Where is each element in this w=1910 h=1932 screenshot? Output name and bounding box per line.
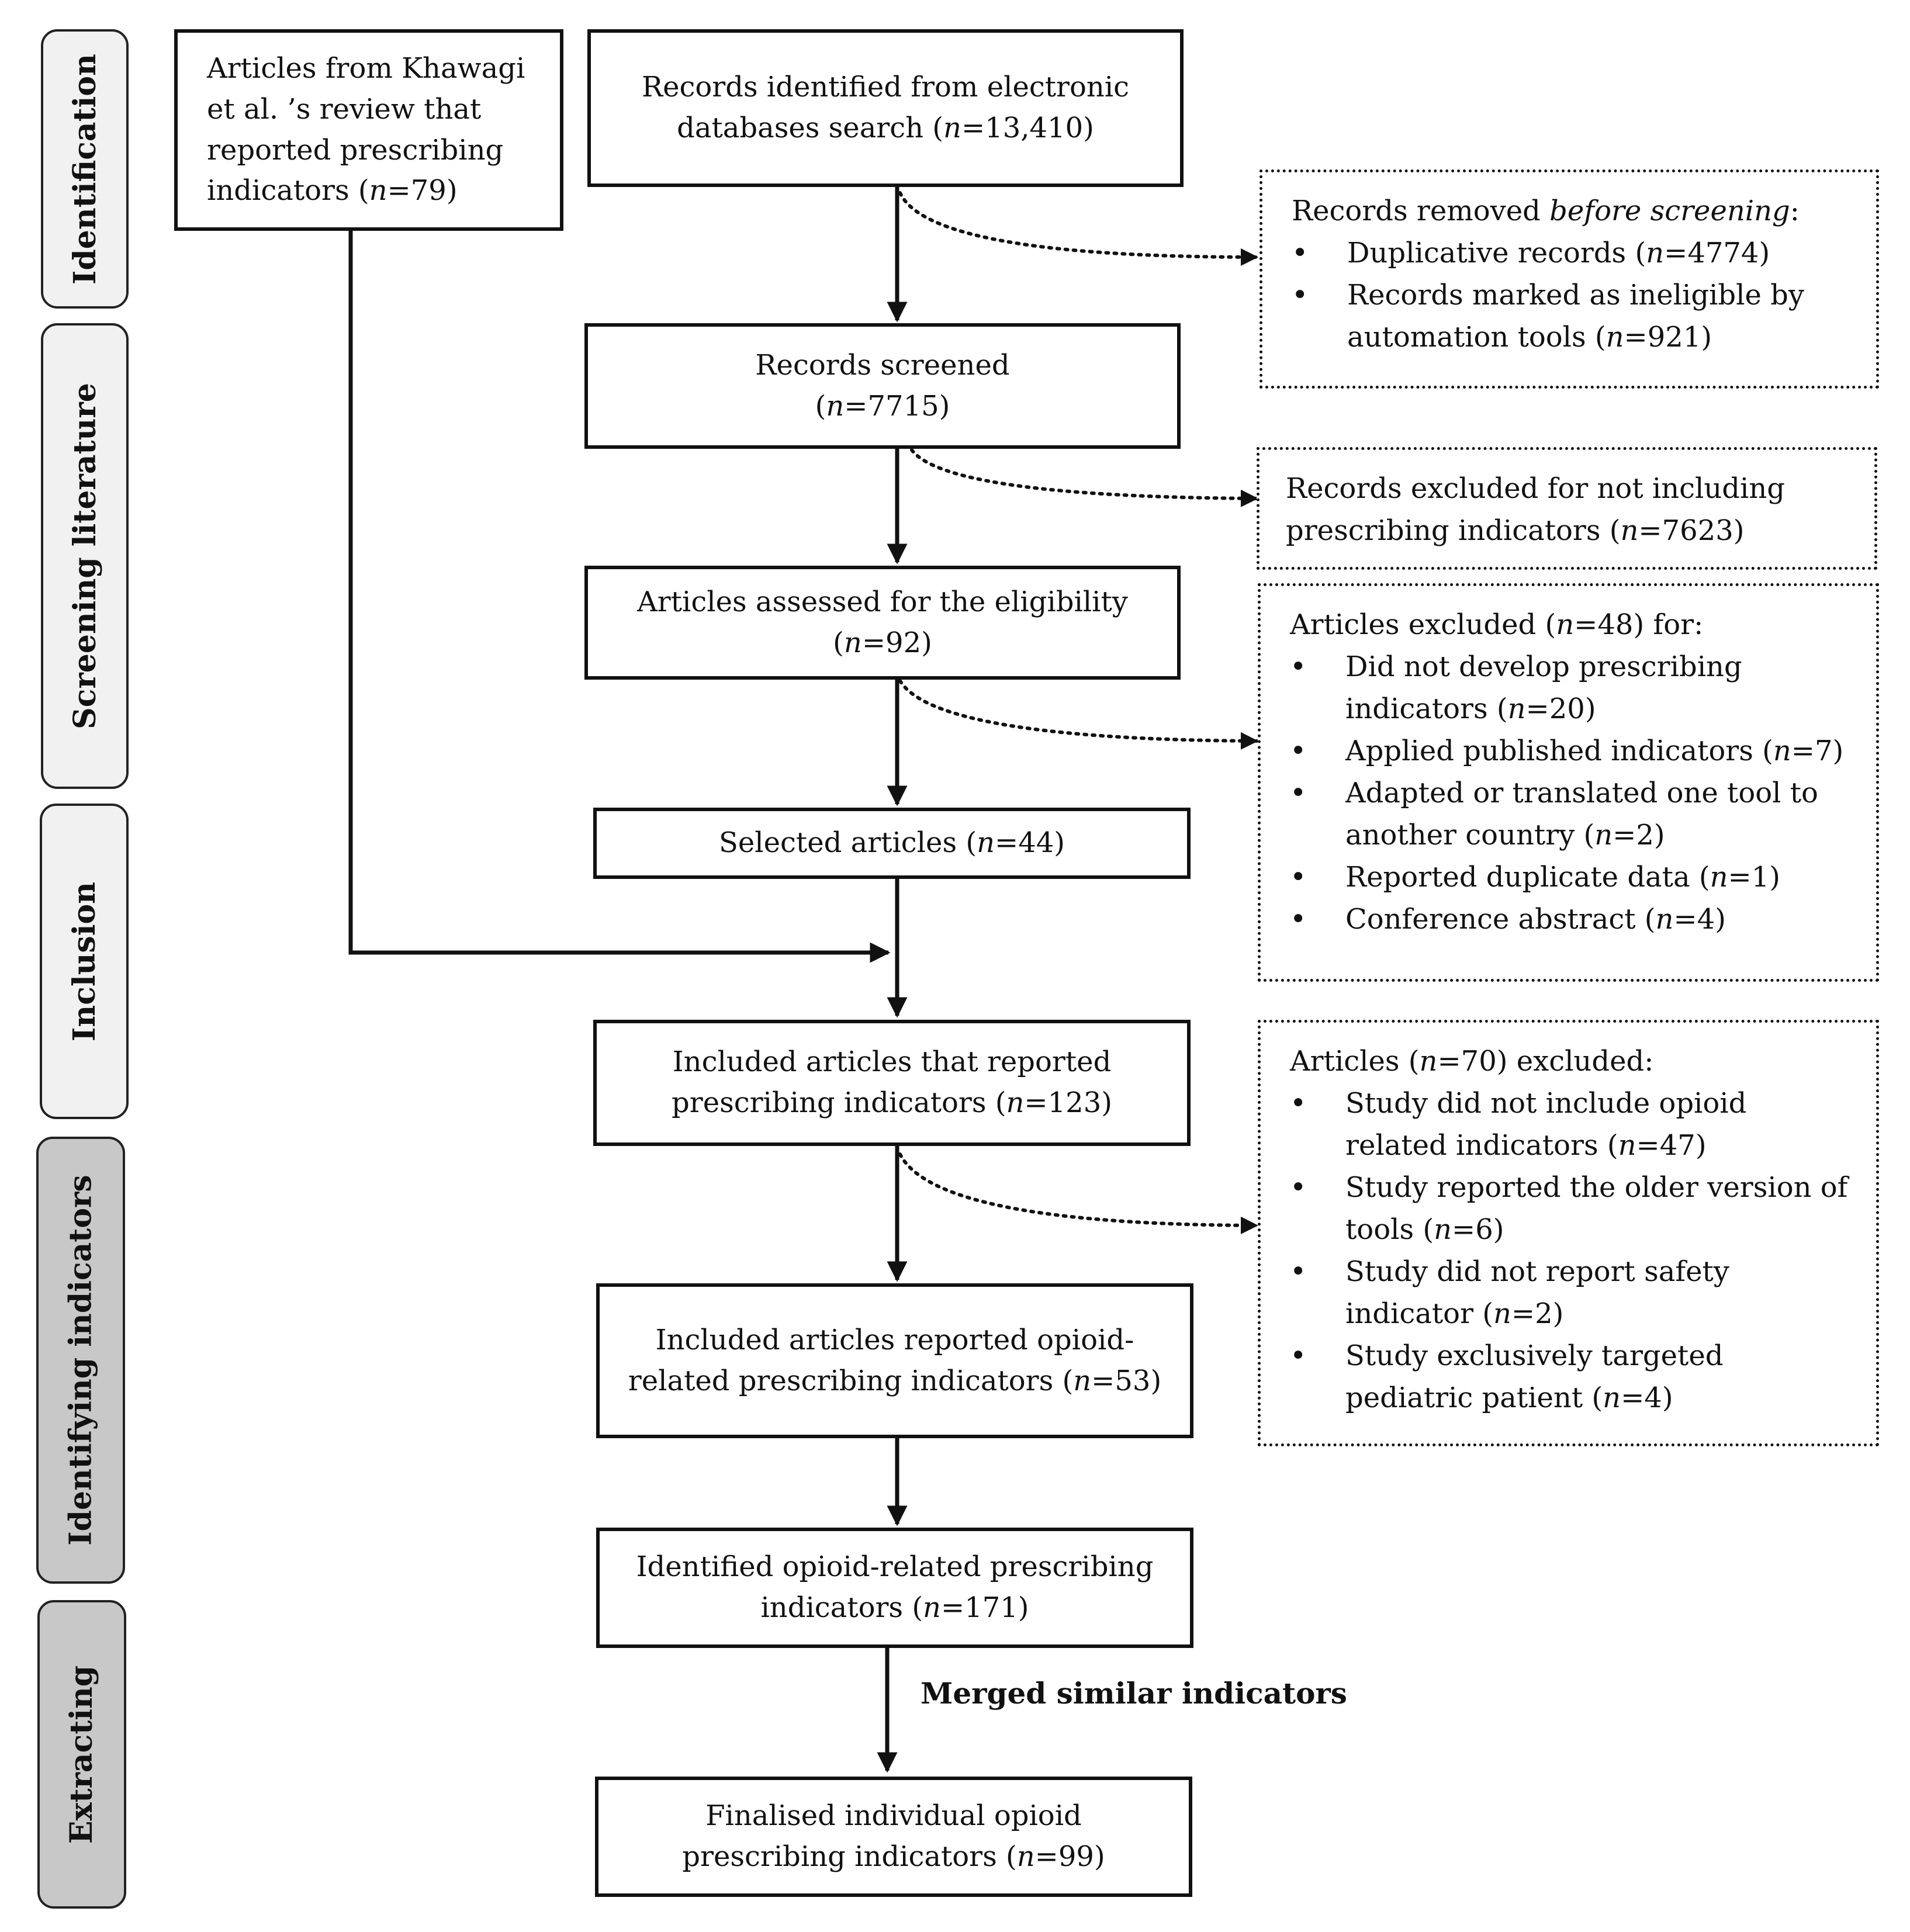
exclusion-item: Study did not include opioid related indi…: [1290, 1082, 1853, 1166]
line-khawagi-down: [348, 230, 891, 963]
phase-label: Identifying indicators: [63, 1175, 99, 1546]
phase-identification: Identification: [41, 29, 129, 309]
phase-label: Extracting: [64, 1665, 100, 1844]
exclusion-item-line: Adapted or translated one tool to: [1345, 777, 1818, 809]
phase-screening-literature: Screening literature: [41, 323, 129, 789]
box-line: databases search (n=13,410): [677, 112, 1094, 144]
exclusion-item-line: automation tools (n=921): [1347, 321, 1712, 354]
exclusion-item-line: Study exclusively targeted: [1345, 1339, 1724, 1372]
exclusion-item-line: Duplicative records (n=4774): [1347, 237, 1770, 269]
exclusion-item-line: Records marked as ineligible by: [1347, 279, 1804, 311]
exclusion-item: Adapted or translated one tool to another…: [1290, 772, 1853, 856]
phase-identifying-indicators: Identifying indicators: [36, 1137, 125, 1584]
merged-similar-label: Merged similar indicators: [921, 1676, 1347, 1711]
exclusion-item: Applied published indicators (n=7): [1290, 730, 1853, 772]
box-line: prescribing indicators (n=99): [682, 1840, 1105, 1873]
box-records-removed: Records removed before screening: Duplic…: [1260, 169, 1879, 389]
exclusion-item-line: Study did not report safety: [1345, 1255, 1729, 1288]
box-line: Identified opioid-related prescribing: [636, 1550, 1154, 1584]
exclusion-item-line: another country (n=2): [1345, 819, 1665, 851]
box-line: indicators (n=171): [760, 1591, 1029, 1624]
box-line: indicators (n=79): [207, 174, 458, 207]
box-line: Selected articles (n=44): [718, 826, 1065, 860]
exclusion-item: Duplicative records (n=4774): [1292, 232, 1853, 274]
exclusion-item: Study did not report safety indicator (n=…: [1290, 1251, 1853, 1335]
exclusion-item: Reported duplicate data (n=1): [1290, 856, 1853, 898]
dotted-arrow-articles48: [898, 679, 1258, 750]
phase-label: Inclusion: [66, 881, 102, 1041]
exclusion-heading: Articles (n=70) excluded:: [1290, 1045, 1654, 1078]
exclusion-list: Did not develop prescribing indicators (n…: [1290, 646, 1853, 940]
box-khawagi-articles: Articles from Khawagi et al. ’s review t…: [174, 29, 563, 231]
box-line: Articles from Khawagi: [207, 52, 525, 85]
dotted-arrow-removed: [898, 191, 1258, 266]
exclusion-item-line: pediatric patient (n=4): [1345, 1382, 1673, 1414]
exclusion-item-line: Study reported the older version of: [1345, 1171, 1848, 1204]
box-records-identified: Records identified from electronic datab…: [587, 29, 1184, 187]
exclusion-item-line: related indicators (n=47): [1345, 1129, 1707, 1162]
box-line: Included articles that reported: [672, 1045, 1112, 1079]
exclusion-item: Study reported the older version of tools…: [1290, 1166, 1853, 1251]
exclusion-item-line: Applied published indicators (n=7): [1345, 735, 1844, 767]
box-line: Included articles reported opioid-: [655, 1323, 1134, 1356]
phase-inclusion: Inclusion: [40, 804, 129, 1119]
exclusion-heading: Articles excluded (n=48) for:: [1290, 608, 1704, 641]
exclusion-line: prescribing indicators (n=7623): [1286, 514, 1745, 547]
exclusion-item-line: indicators (n=20): [1345, 693, 1596, 725]
box-line: prescribing indicators (n=123): [672, 1086, 1112, 1119]
dotted-arrow-articles70: [898, 1152, 1258, 1234]
box-line: et al. ’s review that: [207, 92, 482, 126]
exclusion-item: Study exclusively targeted pediatric pati…: [1290, 1335, 1853, 1419]
box-records-screened: Records screened (n=7715): [584, 323, 1181, 449]
exclusion-item-line: indicator (n=2): [1345, 1297, 1564, 1330]
box-line: Articles assessed for the eligibility: [637, 585, 1128, 618]
exclusion-item: Did not develop prescribing indicators (n…: [1290, 646, 1853, 730]
phase-label: Screening literature: [67, 383, 103, 729]
exclusion-item-line: Did not develop prescribing: [1345, 650, 1742, 683]
box-records-not-including: Records excluded for not including presc…: [1257, 447, 1877, 570]
box-line: Records screened: [755, 348, 1010, 382]
box-line: related prescribing indicators (n=53): [628, 1364, 1162, 1397]
phase-label: Identification: [67, 53, 103, 285]
box-selected-articles: Selected articles (n=44): [593, 808, 1191, 879]
box-articles-assessed: Articles assessed for the eligibility (n…: [584, 566, 1181, 680]
box-line: (n=92): [833, 626, 932, 659]
exclusion-item-line: Conference abstract (n=4): [1345, 903, 1726, 936]
box-finalised-indicators: Finalised individual opioid prescribing …: [595, 1777, 1192, 1897]
box-included-articles: Included articles that reported prescrib…: [593, 1020, 1191, 1146]
exclusion-item-line: tools (n=6): [1345, 1213, 1504, 1246]
dotted-arrow-not-including: [910, 448, 1258, 507]
box-opioid-articles: Included articles reported opioid- relat…: [596, 1283, 1193, 1438]
box-line: reported prescribing: [207, 133, 504, 167]
exclusion-item-line: Reported duplicate data (n=1): [1345, 861, 1780, 894]
exclusion-item-line: Study did not include opioid: [1345, 1087, 1747, 1120]
box-line: Finalised individual opioid: [705, 1799, 1082, 1833]
box-line: (n=7715): [815, 389, 950, 423]
exclusion-list: Study did not include opioid related indi…: [1290, 1082, 1853, 1419]
exclusion-item: Records marked as ineligible by automatio…: [1292, 274, 1853, 358]
phase-extracting: Extracting: [37, 1600, 126, 1909]
box-identified-indicators: Identified opioid-related prescribing in…: [596, 1528, 1193, 1648]
box-articles-excluded-70: Articles (n=70) excluded: Study did not …: [1258, 1020, 1879, 1446]
exclusion-heading: Records removed before screening:: [1292, 195, 1800, 227]
box-line: Records identified from electronic: [641, 71, 1130, 104]
exclusion-list: Duplicative records (n=4774) Records mark…: [1292, 232, 1853, 358]
exclusion-item: Conference abstract (n=4): [1290, 898, 1853, 940]
box-articles-excluded-48: Articles excluded (n=48) for: Did not de…: [1258, 583, 1879, 982]
exclusion-line: Records excluded for not including: [1286, 472, 1785, 505]
